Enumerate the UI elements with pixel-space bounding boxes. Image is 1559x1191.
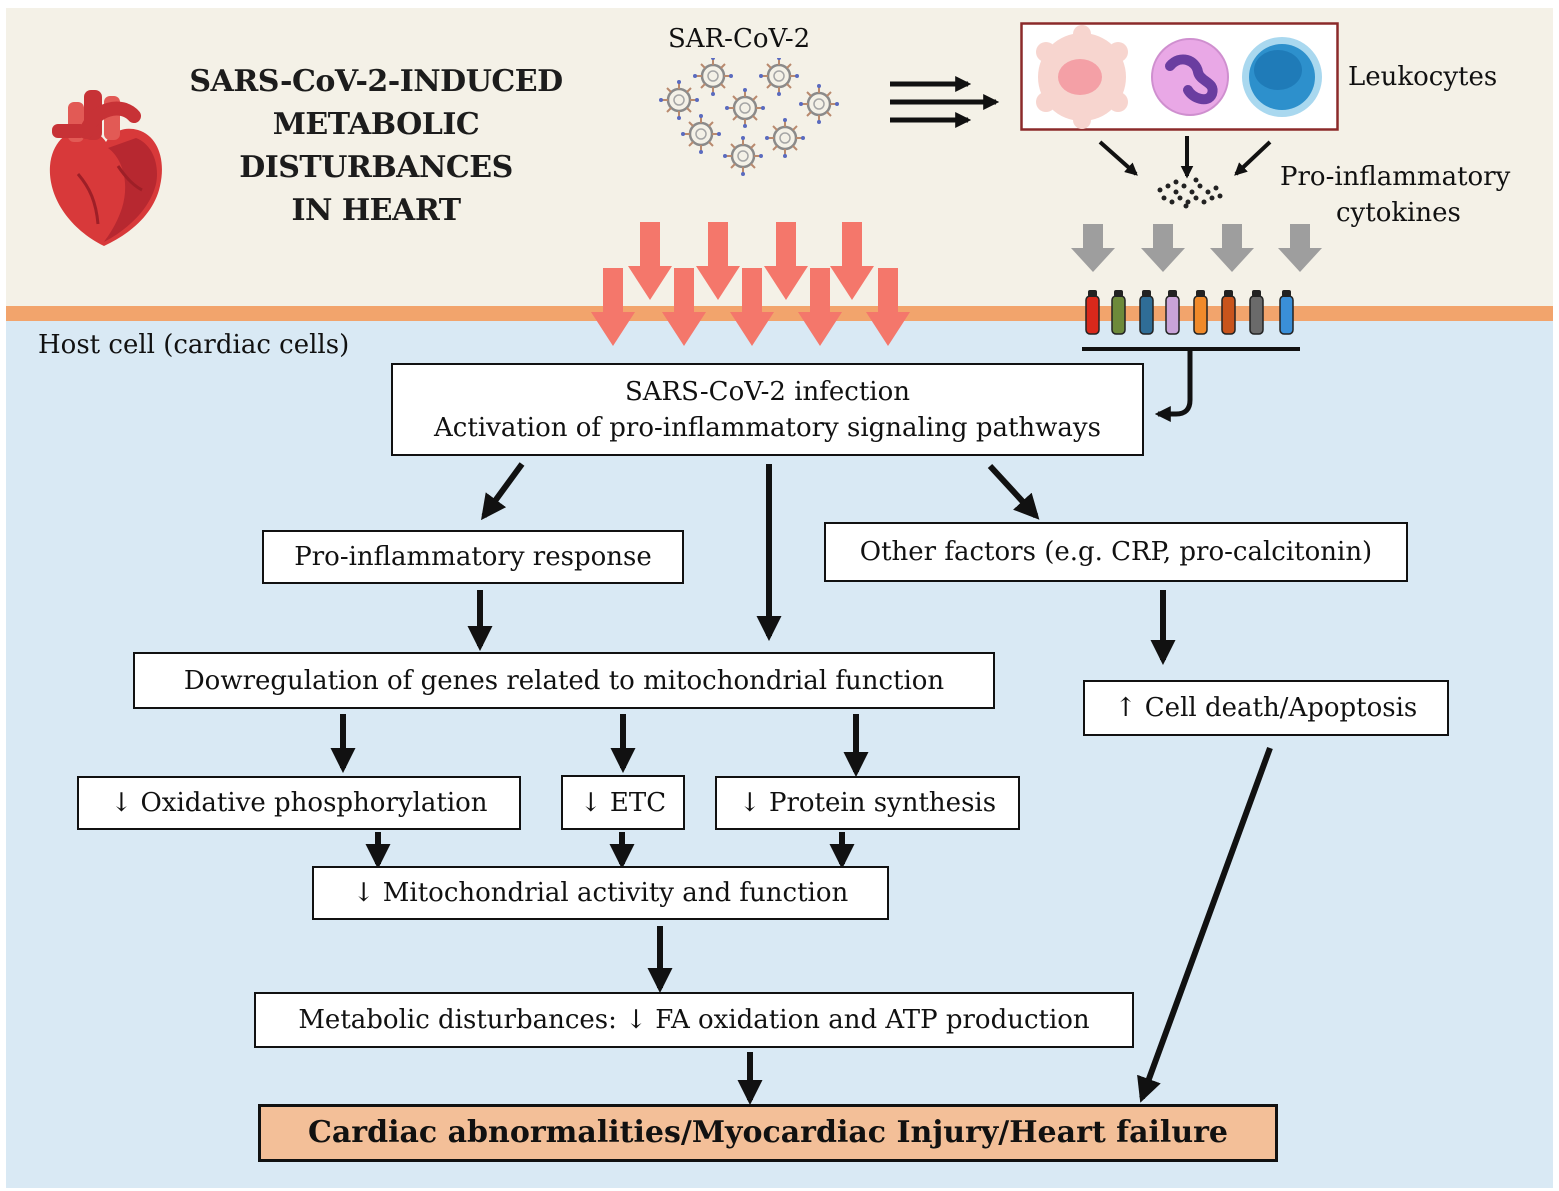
virus-entry-arrows [591, 222, 910, 346]
leukocytes-label: Leukocytes [1348, 62, 1498, 92]
proinflammatory-response-box: Pro-inflammatory response [262, 530, 684, 584]
cytokine-arrows [1071, 224, 1322, 272]
diagram-title: SARS-CoV-2-INDUCED METABOLIC DISTURBANCE… [176, 60, 576, 232]
mitochondrial-activity-box: ↓ Mitochondrial activity and function [312, 866, 889, 920]
etc-box: ↓ ETC [561, 775, 685, 830]
cytokines-label-line2: cytokines [1336, 198, 1461, 228]
title-line: DISTURBANCES [239, 150, 513, 185]
infection-line1: SARS-CoV-2 infection [624, 376, 911, 407]
downregulation-box: Dowregulation of genes related to mitoch… [133, 652, 995, 709]
cell-death-box: ↑ Cell death/Apoptosis [1083, 680, 1449, 736]
metabolic-disturbances-box: Metabolic disturbances: ↓ FA oxidation a… [254, 992, 1134, 1048]
title-line: METABOLIC [272, 107, 480, 142]
other-factors-box: Other factors (e.g. CRP, pro-calcitonin) [824, 522, 1408, 582]
cytokines-label-line1: Pro-inflammatory [1280, 162, 1511, 192]
leukocyte-icon [1020, 22, 1339, 131]
infection-line2: Activation of pro-inflammatory signaling… [434, 412, 1101, 443]
heart-icon [49, 90, 162, 246]
virus-label: SAR-CoV-2 [668, 24, 811, 54]
title-line: IN HEART [291, 193, 461, 228]
receptor-icon [1082, 290, 1300, 351]
virus-to-leukocytes-arrows [890, 75, 1000, 129]
title-line: SARS-CoV-2-INDUCED [189, 64, 563, 99]
protein-synthesis-box: ↓ Protein synthesis [715, 776, 1020, 830]
host-cell-label: Host cell (cardiac cells) [38, 330, 350, 360]
oxphos-box: ↓ Oxidative phosphorylation [77, 776, 521, 830]
cytokine-icon [1157, 177, 1223, 209]
outcome-box: Cardiac abnormalities/Myocardiac Injury/… [258, 1104, 1278, 1162]
infection-box: SARS-CoV-2 infection Activation of pro-i… [391, 363, 1144, 456]
